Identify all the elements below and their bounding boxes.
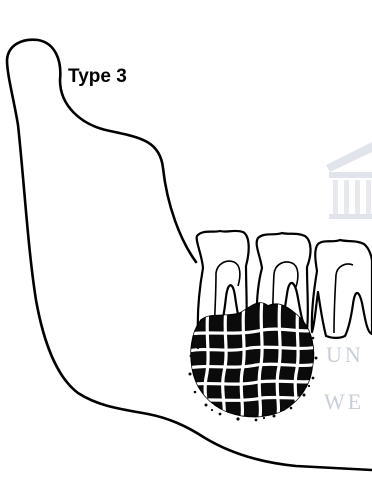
lesion-type-label: Type 3 (66, 66, 129, 87)
molar-3-outline (312, 240, 372, 338)
university-building-watermark-icon (326, 142, 372, 219)
watermark-text-line-1: UN (326, 342, 364, 367)
watermark-text-line-2: WE (324, 389, 364, 414)
